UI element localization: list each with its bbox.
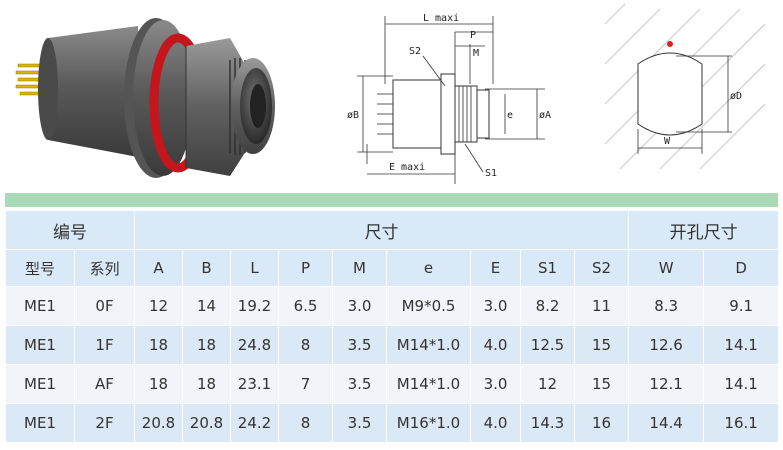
cell-S1: 8.2 [520,286,575,326]
cell-D: 9.1 [703,286,780,326]
cell-model: ME1 [5,364,75,404]
dim-label-S1: S1 [485,168,497,179]
col-header-L: L [230,249,279,287]
dim-label-D: øD [730,91,742,102]
cell-W: 8.3 [628,286,705,326]
table-row: ME1 AF 18 18 23.1 7 3.5 M14*1.0 3.0 12 1… [5,364,780,404]
cell-P: 8 [278,325,333,365]
cell-A: 12 [134,286,183,326]
cell-A: 18 [134,325,183,365]
cell-E: 4.0 [470,325,521,365]
cell-S2: 15 [573,364,630,404]
cell-model: ME1 [5,403,75,443]
group-header-size: 尺寸 [133,210,630,250]
cell-series: 2F [74,403,135,443]
col-header-A: A [134,249,183,287]
green-separator-bar [5,193,778,207]
dim-label-S2: S2 [409,46,421,57]
group-header-row: 编号 尺寸 开孔尺寸 [5,210,780,250]
dim-label-P: P [470,30,476,41]
table-row: ME1 1F 18 18 24.8 8 3.5 M14*1.0 4.0 12.5… [5,325,780,365]
col-header-D: D [703,249,780,287]
cell-e: M14*1.0 [386,325,471,365]
cell-D: 14.1 [703,325,780,365]
cell-A: 18 [134,364,183,404]
cell-M: 3.0 [332,286,387,326]
table-row: ME1 2F 20.8 20.8 24.2 8 3.5 M16*1.0 4.0 … [5,403,780,443]
cell-B: 18 [182,364,231,404]
cell-B: 14 [182,286,231,326]
dim-label-A: øA [539,110,551,121]
dimension-table: 编号 尺寸 开孔尺寸 型号 系列 A B L P M e E S1 S2 W D… [5,210,780,443]
col-header-M: M [332,249,387,287]
dim-label-E: E maxi [389,162,425,173]
cell-L: 19.2 [230,286,279,326]
col-header-B: B [182,249,231,287]
cell-S1: 12.5 [520,325,575,365]
cell-e: M14*1.0 [386,364,471,404]
connector-product-image [15,18,275,178]
side-dimension-drawing: L maxi P M S2 øB e øA E maxi S1 [347,13,551,184]
col-header-S2: S2 [573,249,630,287]
cell-series: 1F [74,325,135,365]
col-header-S1: S1 [520,249,575,287]
table-row: ME1 0F 12 14 19.2 6.5 3.0 M9*0.5 3.0 8.2… [5,286,780,326]
cell-S1: 14.3 [520,403,575,443]
cell-e: M16*1.0 [386,403,471,443]
cell-series: AF [74,364,135,404]
dim-label-M: M [473,48,479,59]
cell-P: 7 [278,364,333,404]
cell-D: 16.1 [703,403,780,443]
col-header-E: E [470,249,521,287]
cell-L: 23.1 [230,364,279,404]
cell-S2: 11 [573,286,630,326]
cell-model: ME1 [5,286,75,326]
col-header-W: W [628,249,705,287]
cell-S1: 12 [520,364,575,404]
cell-P: 6.5 [278,286,333,326]
dim-label-L: L maxi [423,13,459,24]
cell-M: 3.5 [332,325,387,365]
cell-A: 20.8 [134,403,183,443]
cell-M: 3.5 [332,364,387,404]
cell-E: 3.0 [470,286,521,326]
panel-cutout-drawing: øD W [604,4,766,170]
column-header-row: 型号 系列 A B L P M e E S1 S2 W D [5,249,780,287]
col-header-P: P [278,249,333,287]
cell-e: M9*0.5 [386,286,471,326]
cell-L: 24.2 [230,403,279,443]
cell-series: 0F [74,286,135,326]
cell-W: 12.6 [628,325,705,365]
cell-E: 3.0 [470,364,521,404]
cell-model: ME1 [5,325,75,365]
cell-D: 14.1 [703,364,780,404]
cell-E: 4.0 [470,403,521,443]
dim-label-e: e [507,110,513,121]
cell-S2: 15 [573,325,630,365]
red-marker-dot [667,41,673,47]
group-header-cutout: 开孔尺寸 [628,210,780,250]
cell-W: 14.4 [628,403,705,443]
cell-B: 20.8 [182,403,231,443]
group-header-code: 编号 [5,210,135,250]
col-header-model: 型号 [5,249,75,287]
cell-L: 24.8 [230,325,279,365]
dim-label-W: W [664,136,671,147]
dim-label-B: øB [347,110,359,121]
col-header-series: 系列 [74,249,135,287]
cell-W: 12.1 [628,364,705,404]
cell-S2: 16 [573,403,630,443]
cell-M: 3.5 [332,403,387,443]
cell-P: 8 [278,403,333,443]
col-header-e: e [386,249,471,287]
cell-B: 18 [182,325,231,365]
top-illustration-area: L maxi P M S2 øB e øA E maxi S1 øD W [0,0,783,190]
